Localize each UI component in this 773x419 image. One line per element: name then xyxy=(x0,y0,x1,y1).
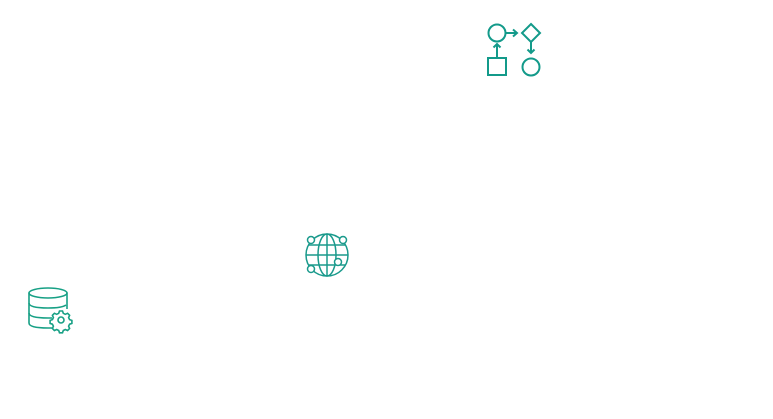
database-settings-icon xyxy=(28,287,73,334)
workflow-diagram-icon xyxy=(487,22,542,77)
global-network-icon xyxy=(305,233,349,277)
